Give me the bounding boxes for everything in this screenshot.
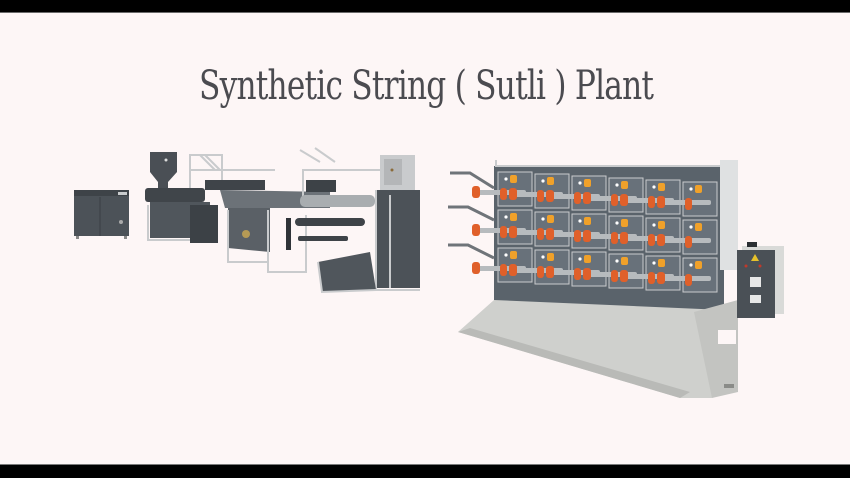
roller-bank-1: [205, 180, 265, 190]
winding-head: [657, 219, 718, 255]
winding-head: [657, 181, 718, 217]
extrusion-line-image: [74, 147, 420, 294]
winding-head: [509, 173, 570, 209]
winding-head: [657, 257, 718, 293]
slide-title: Synthetic String ( Sutli ) Plant: [198, 63, 654, 109]
crank-handles: [448, 171, 495, 260]
winding-heads: [472, 171, 718, 293]
letterbox-bottom: [0, 465, 850, 478]
control-cabinet: [74, 190, 129, 239]
takeup-tower: [317, 155, 420, 294]
letterbox-top: [0, 0, 850, 12]
stretch-frame-2: [295, 147, 380, 241]
winding-head: [472, 171, 533, 207]
control-box: [737, 242, 784, 318]
stretch-frame-1: [189, 154, 275, 188]
side-guide: [720, 160, 738, 270]
winder-tray: [458, 300, 724, 398]
spool-winder-image: [448, 160, 784, 398]
extruder: [145, 152, 218, 243]
